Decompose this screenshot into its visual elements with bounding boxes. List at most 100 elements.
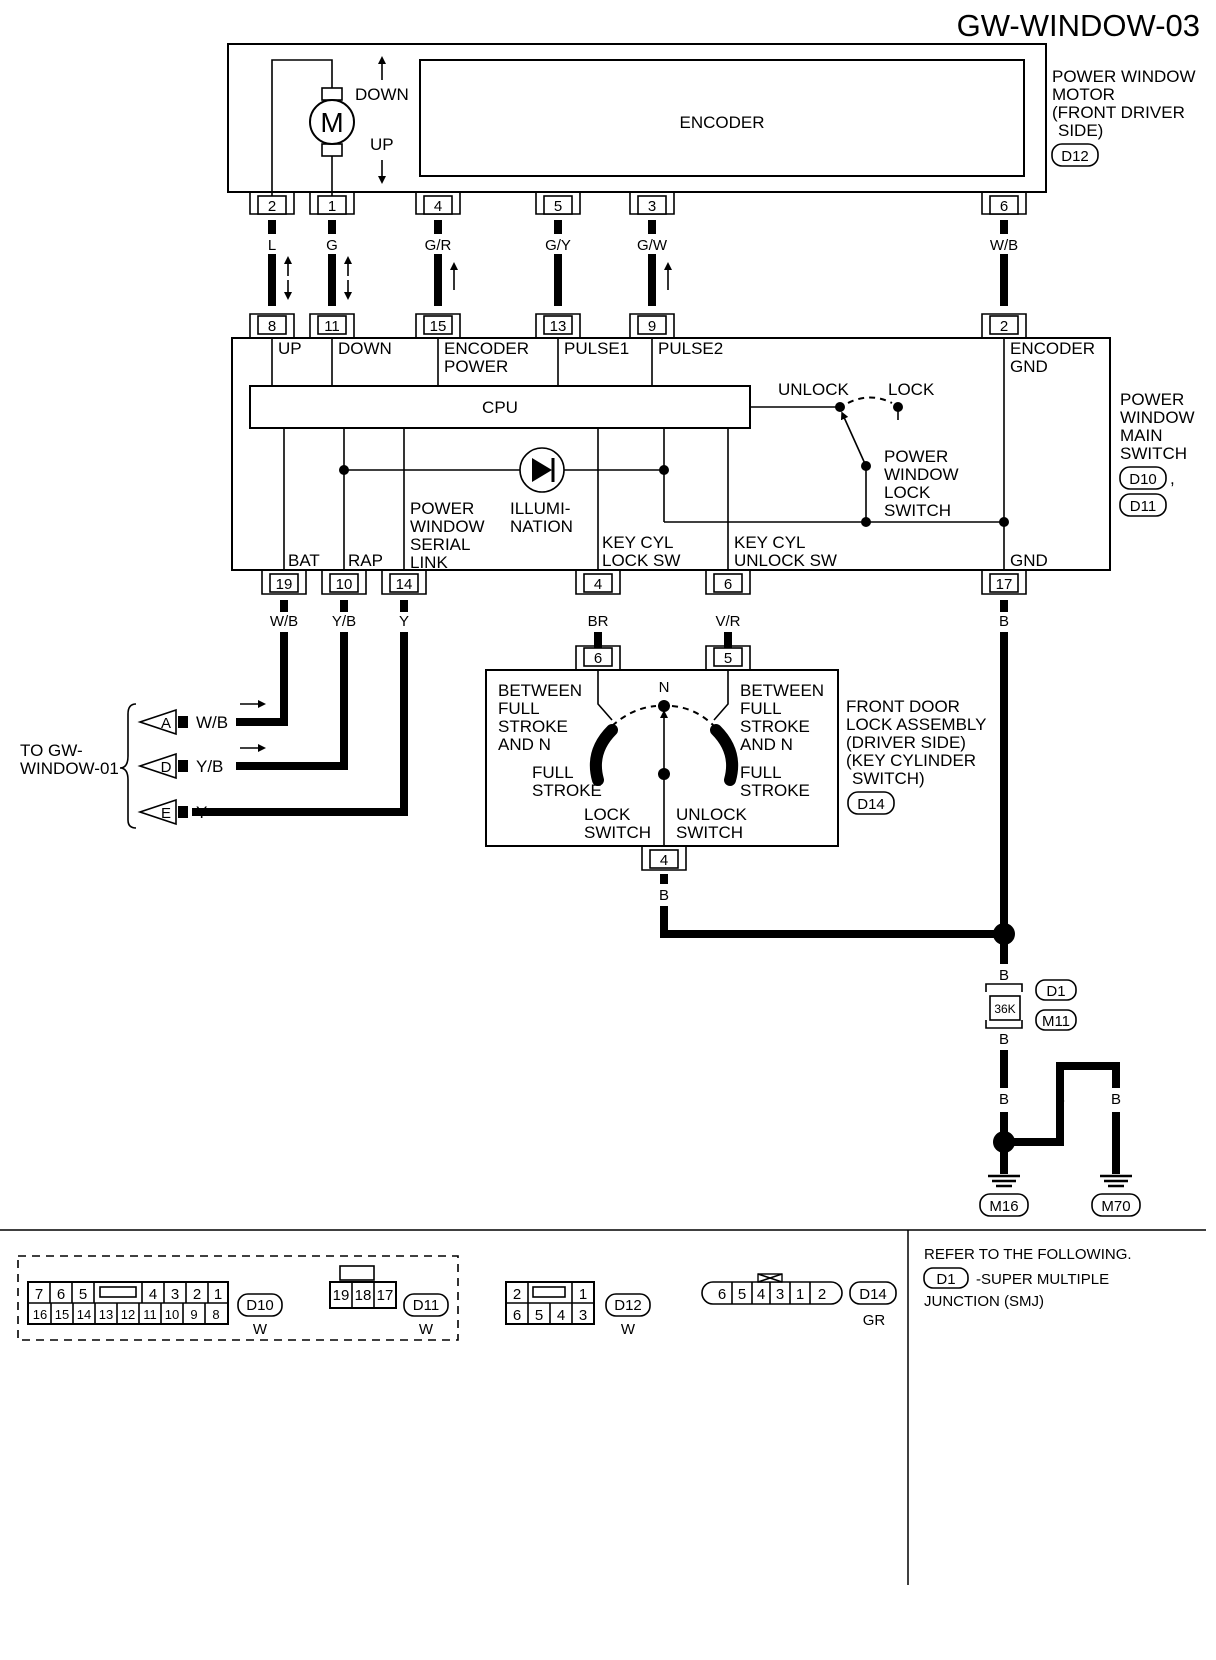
m11-connector: M11 bbox=[1042, 1013, 1070, 1030]
ground-icon bbox=[1100, 1174, 1132, 1188]
svg-text:E: E bbox=[161, 805, 171, 822]
d14-connector-face: 6 5 4 3 1 2 D14 GR bbox=[701, 1273, 897, 1329]
svg-text:4: 4 bbox=[660, 852, 668, 869]
diagram-title: GW-WINDOW-03 bbox=[957, 8, 1200, 43]
cpu-label: CPU bbox=[482, 398, 518, 417]
svg-text:14: 14 bbox=[77, 1307, 91, 1322]
d14-connector: D14 bbox=[857, 796, 885, 813]
wire-color-label: G bbox=[326, 237, 338, 254]
svg-text:4: 4 bbox=[434, 198, 442, 215]
wire-color-label: W/B bbox=[990, 237, 1018, 254]
m16-ground: M16 bbox=[989, 1198, 1018, 1215]
svg-text:6: 6 bbox=[1000, 198, 1008, 215]
svg-text:16: 16 bbox=[33, 1307, 47, 1322]
svg-text:D10: D10 bbox=[246, 1297, 274, 1314]
svg-text:5: 5 bbox=[535, 1307, 543, 1324]
key-cyl-unlock-label: KEY CYL UNLOCK SW bbox=[734, 533, 837, 570]
full-stroke-right: FULL STROKE bbox=[740, 763, 810, 800]
to-gw-window-01: TO GW- WINDOW-01 A W/B D Y/B E Y bbox=[20, 703, 228, 829]
junction-36k bbox=[989, 995, 1021, 1021]
ground-icon bbox=[988, 1174, 1020, 1188]
connector-legend: 7 6 5 4 3 2 1 16 15 14 13 12 11 10 9 8 bbox=[17, 1255, 897, 1341]
wire-color-label: G/Y bbox=[545, 237, 571, 254]
rap-label: RAP bbox=[348, 551, 383, 570]
svg-text:15: 15 bbox=[55, 1307, 69, 1322]
motor-pin: 1 bbox=[309, 192, 355, 215]
svg-text:W: W bbox=[419, 1321, 434, 1338]
key-cyl-lock-label: KEY CYL LOCK SW bbox=[602, 533, 680, 570]
svg-text:8: 8 bbox=[212, 1307, 219, 1322]
encoder-gnd-label-2: GND bbox=[1010, 357, 1048, 376]
svg-text:17: 17 bbox=[996, 576, 1013, 593]
up-label: UP bbox=[370, 135, 394, 154]
svg-text:D: D bbox=[161, 759, 172, 776]
wire-color-label: BR bbox=[588, 613, 609, 630]
svg-text:1: 1 bbox=[796, 1286, 804, 1303]
junction-36k-label: 36K bbox=[994, 1002, 1015, 1016]
svg-text:2: 2 bbox=[1000, 318, 1008, 335]
wire-color-label: Y bbox=[399, 613, 409, 630]
illumination-label: ILLUMI- NATION bbox=[510, 499, 575, 536]
d11-connector-badge bbox=[1119, 493, 1167, 517]
svg-text:6: 6 bbox=[718, 1286, 726, 1303]
svg-text:D11: D11 bbox=[413, 1297, 439, 1314]
wire-color-label: W/B bbox=[270, 613, 298, 630]
wire-color-label: B bbox=[659, 887, 669, 904]
svg-text:5: 5 bbox=[724, 650, 732, 667]
d12-connector: D12 bbox=[1061, 148, 1089, 165]
svg-text:2: 2 bbox=[268, 198, 276, 215]
svg-text:1: 1 bbox=[579, 1286, 587, 1303]
wire-color-label: B bbox=[999, 1031, 1009, 1048]
svg-text:6: 6 bbox=[57, 1286, 65, 1303]
switch-bottom-pin: 4 bbox=[575, 570, 621, 595]
motor-pin: 3 bbox=[629, 192, 675, 215]
svg-text:1: 1 bbox=[214, 1286, 222, 1303]
m70-ground: M70 bbox=[1101, 1198, 1130, 1215]
svg-text:19: 19 bbox=[333, 1287, 350, 1304]
to-window-label: TO GW- WINDOW-01 bbox=[20, 741, 119, 778]
svg-text:4: 4 bbox=[557, 1307, 565, 1324]
key-cylinder-switch: 6 5 N BETWEEN FULL STROKE AND N BETWEEN … bbox=[485, 632, 1004, 938]
svg-text:D12: D12 bbox=[614, 1297, 642, 1314]
encoder-power-label-2: POWER bbox=[444, 357, 508, 376]
d11-connector-face: 19 18 17 D11 W bbox=[329, 1265, 449, 1338]
svg-text:18: 18 bbox=[355, 1287, 372, 1304]
svg-text:GR: GR bbox=[863, 1312, 886, 1329]
lock-label: LOCK bbox=[888, 380, 935, 399]
neutral-label: N bbox=[659, 679, 670, 696]
encoder-gnd-label: ENCODER bbox=[1010, 339, 1095, 358]
power-window-motor: ENCODER M DOWN UP POWER WINDOW MOTOR (FR… bbox=[227, 43, 1196, 200]
svg-text:5: 5 bbox=[738, 1286, 746, 1303]
svg-text:3: 3 bbox=[776, 1286, 784, 1303]
svg-text:6: 6 bbox=[594, 650, 602, 667]
refer-line2: JUNCTION (SMJ) bbox=[924, 1293, 1044, 1310]
key-cyl-top-pin: 6 bbox=[575, 645, 621, 670]
svg-text:5: 5 bbox=[554, 198, 562, 215]
wire-color-label: B bbox=[999, 613, 1009, 630]
lock-switch-label: LOCK SWITCH bbox=[584, 805, 651, 842]
motor-pin: 2 bbox=[249, 192, 295, 215]
switch-bottom-pin: 6 bbox=[705, 570, 751, 595]
svg-text:12: 12 bbox=[121, 1307, 135, 1322]
svg-text:2: 2 bbox=[193, 1286, 201, 1303]
motor-pin: 6 bbox=[981, 192, 1027, 215]
lower-wires bbox=[192, 600, 1008, 816]
svg-text:17: 17 bbox=[377, 1287, 394, 1304]
key-cylinder-label: FRONT DOOR LOCK ASSEMBLY (DRIVER SIDE) (… bbox=[846, 697, 991, 788]
pulse1-label: PULSE1 bbox=[564, 339, 629, 358]
upper-wires: L G G/R G/Y G/W W/B bbox=[268, 220, 1018, 306]
motor-icon bbox=[309, 99, 355, 145]
between-full-stroke-right: BETWEEN FULL STROKE AND N bbox=[740, 681, 829, 754]
motor-symbol: M bbox=[320, 107, 343, 138]
svg-text:1: 1 bbox=[328, 198, 336, 215]
ground-circuit: B D1 36K M11 B B B B M16 M70 bbox=[979, 632, 1141, 1217]
down-label: DOWN bbox=[355, 85, 409, 104]
motor-pin: 5 bbox=[535, 192, 581, 215]
down-terminal-label: DOWN bbox=[338, 339, 392, 358]
svg-text:3: 3 bbox=[648, 198, 656, 215]
key-cyl-bottom-pin: 4 bbox=[641, 846, 687, 871]
motor-pin: 4 bbox=[415, 192, 461, 215]
comma: , bbox=[1170, 469, 1175, 488]
svg-text:3: 3 bbox=[171, 1286, 179, 1303]
svg-text:5: 5 bbox=[79, 1286, 87, 1303]
